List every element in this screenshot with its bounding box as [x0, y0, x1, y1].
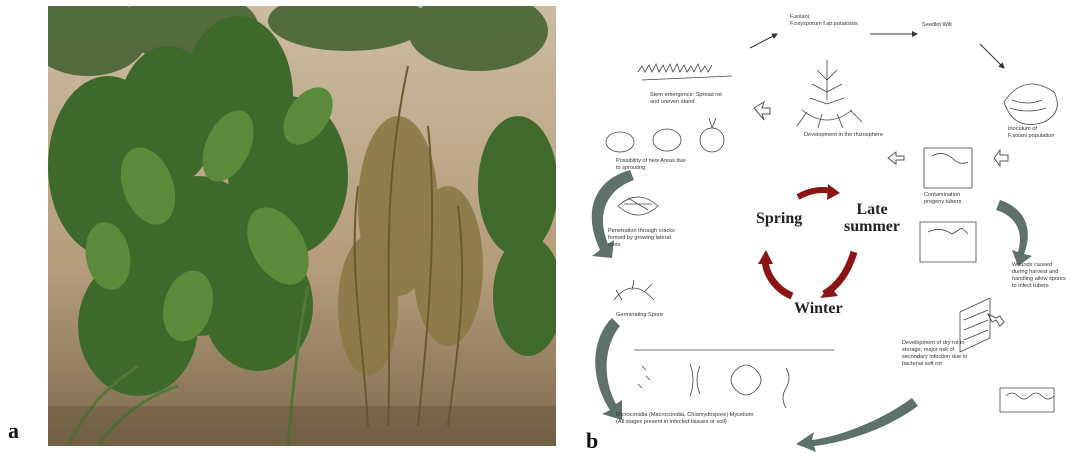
- caption-dry-rot: Development of dry rot in storage; major…: [902, 340, 967, 368]
- season-spring: Spring: [756, 210, 802, 228]
- caption-rhizosphere: Development in the rhizosphere: [804, 132, 883, 139]
- season-winter: Winter: [794, 300, 843, 318]
- caption-penetration: Penetration through cracks formed by gro…: [608, 228, 675, 249]
- caption-new-areas: Possibility of new Areas due to sproutin…: [616, 158, 686, 172]
- hollow-arrow-2: [888, 152, 904, 164]
- caption-seed-wilt: Seedlot Wilt: [922, 22, 952, 29]
- field-photo: [48, 6, 556, 446]
- caption-wounds: Wounds caused during harvest and handlin…: [1012, 262, 1066, 290]
- caption-contamination: Contamination progeny tubers: [924, 192, 961, 206]
- caption-stem-emergence: Stem emergence: Spread rot and uneven st…: [650, 92, 722, 106]
- hollow-arrow-4: [988, 314, 1004, 326]
- season-cycle-arrows: [758, 184, 854, 298]
- hollow-arrow-3: [994, 150, 1008, 166]
- disease-cycle-diagram: F.solani, F.oxysporum f.sp.potatotsis Se…: [572, 0, 1084, 457]
- caption-microconidia: Microconidia (Macroconidia, Chlamydospor…: [616, 412, 753, 426]
- caption-germinating-spore: Germinating Spore: [616, 312, 663, 319]
- hollow-arrow-1: [754, 102, 770, 120]
- caption-fsolani: F.solani, F.oxysporum f.sp.potatotsis: [790, 14, 858, 28]
- arrow-summer-to-winter: [824, 252, 854, 294]
- caption-inoculum: Inoculum of F.solani population: [1008, 126, 1054, 140]
- panel-label-a: a: [8, 418, 19, 444]
- season-late-summer: Late summer: [844, 202, 900, 236]
